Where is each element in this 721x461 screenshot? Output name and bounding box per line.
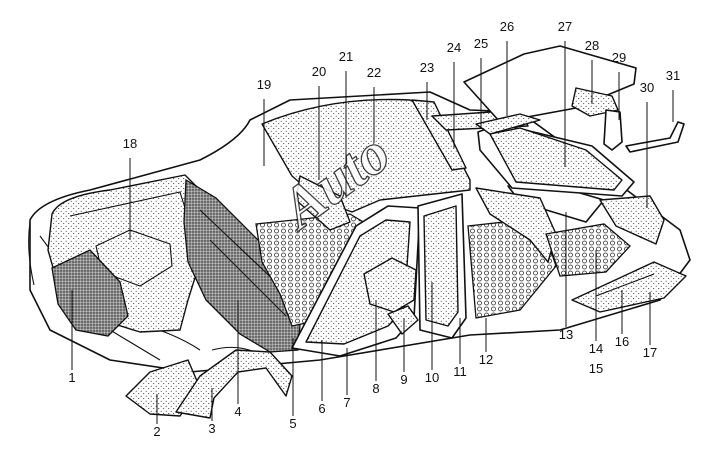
trunk-lid-hinge — [603, 109, 623, 151]
callout-label-19: 19 — [257, 77, 271, 92]
front-wheel-arch-liner — [125, 349, 293, 419]
front-door-inner-parts — [363, 257, 419, 335]
callout-label-12: 12 — [479, 352, 493, 367]
callout-label-14: 14 — [589, 341, 603, 356]
callout-label-16: 16 — [615, 334, 629, 349]
callout-label-4: 4 — [234, 404, 241, 419]
callout-label-3: 3 — [208, 421, 215, 436]
callout-label-20: 20 — [312, 64, 326, 79]
front-grille-insulation — [51, 249, 129, 337]
callout-label-17: 17 — [643, 345, 657, 360]
callout-label-25: 25 — [474, 36, 488, 51]
callout-label-30: 30 — [640, 80, 654, 95]
callout-label-13: 13 — [559, 327, 573, 342]
callout-label-10: 10 — [425, 370, 439, 385]
callout-label-1: 1 — [68, 370, 75, 385]
callout-label-2: 2 — [153, 424, 160, 439]
callout-label-22: 22 — [367, 65, 381, 80]
trunk-lid-panel — [571, 87, 619, 117]
callout-label-29: 29 — [612, 50, 626, 65]
callout-label-21: 21 — [339, 49, 353, 64]
rear-door-frame — [417, 193, 467, 339]
callout-label-7: 7 — [343, 395, 350, 410]
trunk-floor-mat — [545, 223, 631, 277]
callout-label-5: 5 — [289, 416, 296, 431]
callout-label-11: 11 — [453, 364, 467, 379]
callout-label-31: 31 — [666, 68, 680, 83]
trunk-side-panels — [571, 261, 687, 313]
callout-label-9: 9 — [400, 372, 407, 387]
callout-label-27: 27 — [558, 19, 572, 34]
callout-label-6: 6 — [318, 401, 325, 416]
rear-sill-panel — [599, 195, 665, 245]
callout-label-18: 18 — [123, 136, 137, 151]
callout-label-23: 23 — [420, 60, 434, 75]
callout-label-26: 26 — [500, 19, 514, 34]
trunk-strut-rod — [625, 121, 685, 153]
parcel-shelf — [475, 113, 541, 135]
callout-label-24: 24 — [447, 40, 461, 55]
callout-label-28: 28 — [585, 38, 599, 53]
callout-label-8: 8 — [372, 381, 379, 396]
callout-label-15: 15 — [589, 361, 603, 376]
